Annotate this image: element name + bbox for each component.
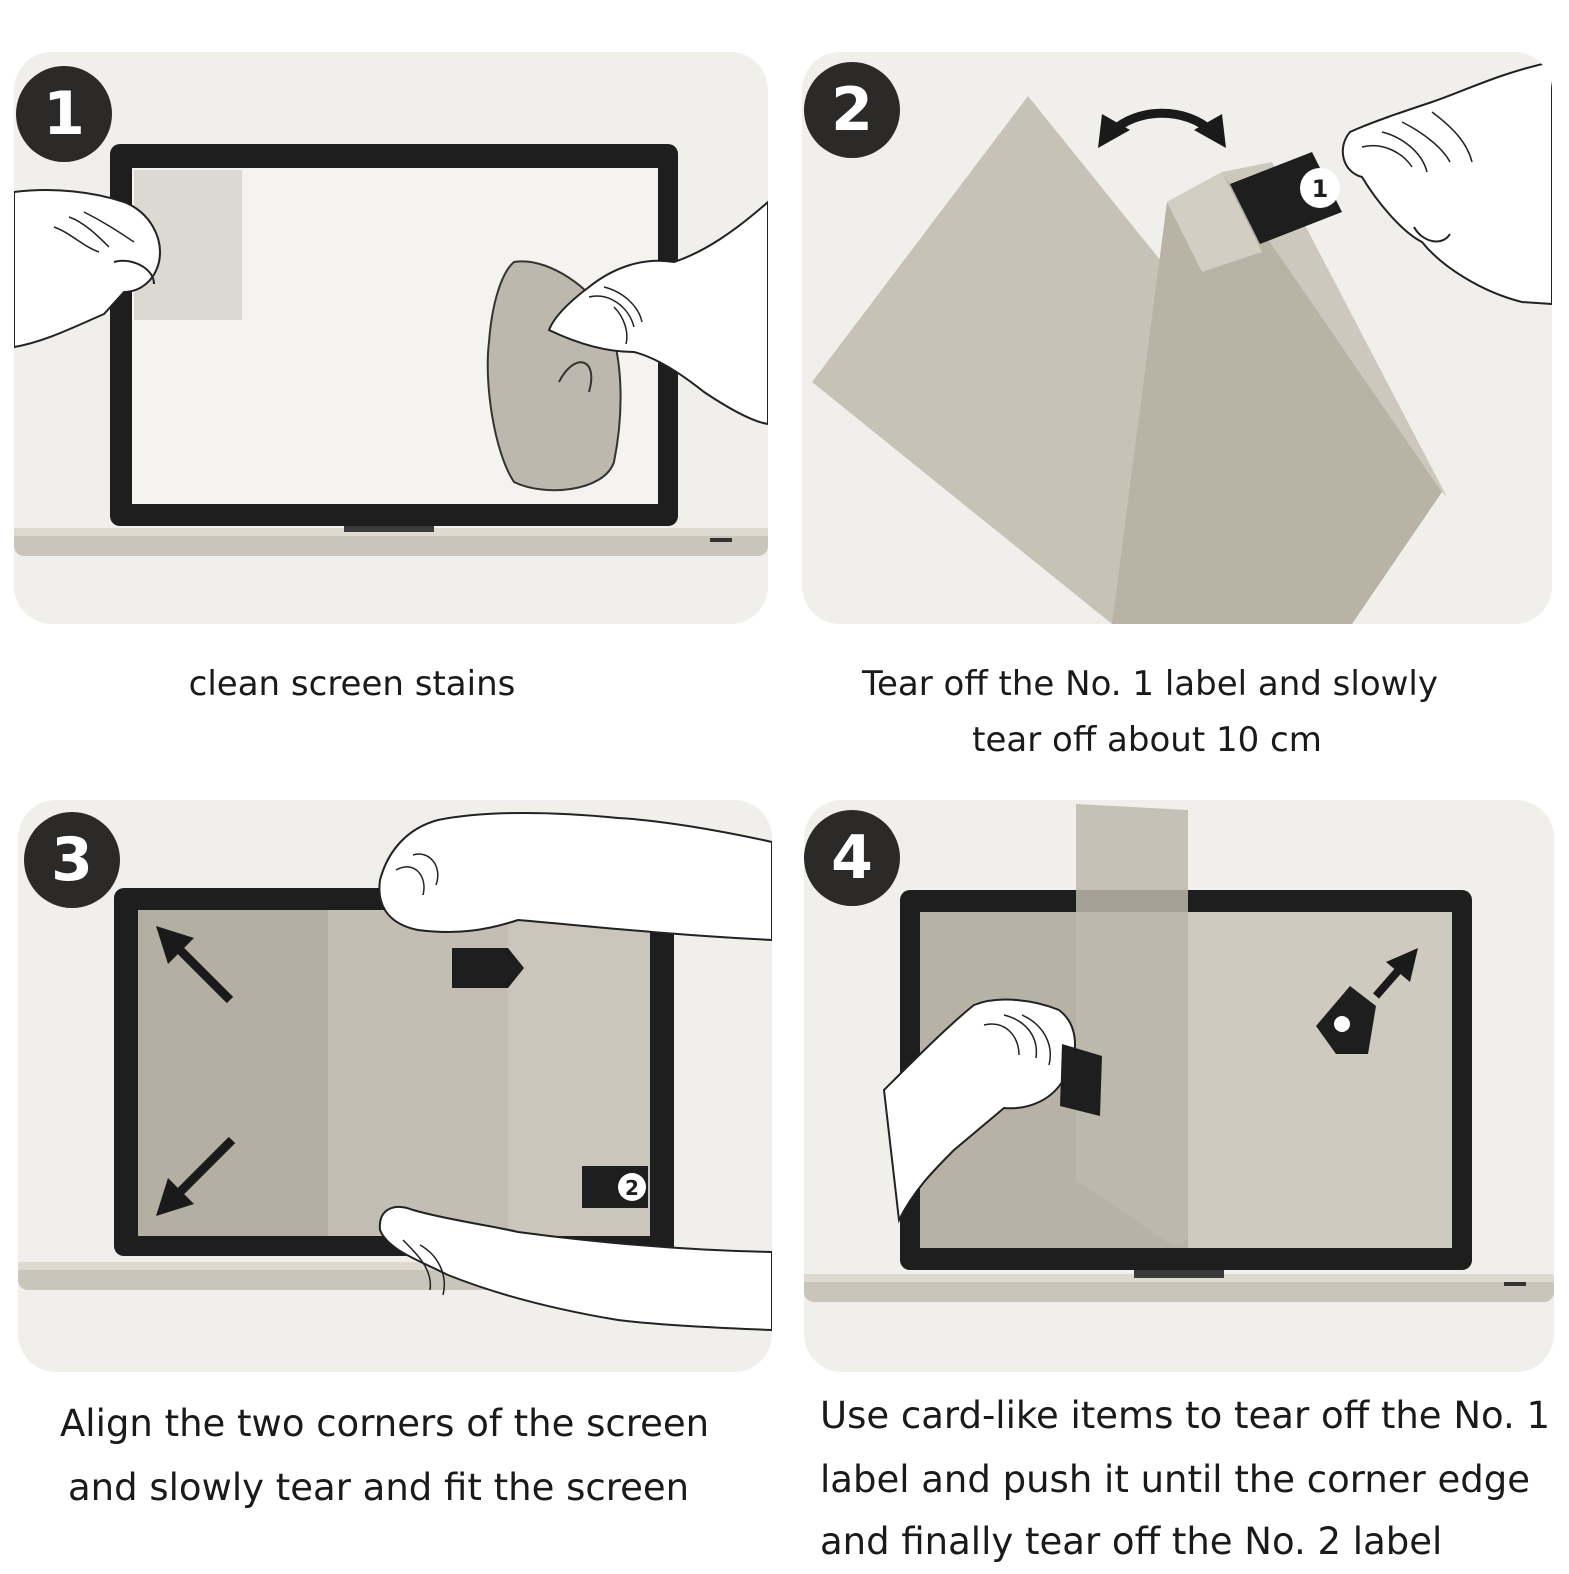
step-number-badge: 4 [804,810,900,906]
tab-label-icon: 2 [582,1166,648,1208]
step-4-caption-line-2: label and push it until the corner edge [820,1458,1531,1501]
step-2-illustration: 1 [812,60,1552,624]
step-4-caption-line-3: and finally tear off the No. 2 label [820,1520,1443,1563]
tab-label-icon: 1 [1230,152,1342,244]
tab-label-icon [1060,1044,1102,1116]
arrow-icon [156,1136,236,1216]
card-icon [1316,986,1376,1054]
step-2-caption-line-1: Tear off the No. 1 label and slowly [861,664,1438,704]
hand-icon [378,812,772,942]
step-2-panel: 1 2 [802,52,1552,624]
hand-icon [1341,60,1552,306]
step-2-caption-line-2: tear off about 10 cm [972,720,1322,760]
arrow-icon [156,926,234,1004]
svg-text:2: 2 [625,1176,639,1200]
film-sheet-icon [812,96,1447,624]
step-1-panel: 1 [14,52,768,624]
arrow-icon [1372,948,1418,999]
step-4-panel: 4 [804,800,1554,1372]
step-3-caption-line-1: Align the two corners of the screen [60,1402,710,1445]
step-4-caption-line-1: Use card-like items to tear off the No. … [820,1394,1551,1437]
step-1-caption: clean screen stains [188,664,516,704]
hand-icon [14,189,161,349]
step-number-badge: 1 [16,66,112,162]
step-3-panel: 2 3 [18,800,772,1372]
double-arrow-icon [1098,108,1226,148]
step-number-badge: 2 [804,62,900,158]
hand-icon [547,200,768,426]
svg-text:1: 1 [1312,175,1329,203]
step-number-badge: 3 [24,812,120,908]
step-3-illustration: 2 [18,812,772,1332]
step-4-illustration [804,804,1554,1302]
step-3-caption-line-2: and slowly tear and fit the screen [68,1466,690,1509]
step-1-illustration [14,144,768,556]
hand-icon [882,998,1077,1224]
tab-label-icon [452,948,524,988]
hand-icon [378,1205,772,1332]
